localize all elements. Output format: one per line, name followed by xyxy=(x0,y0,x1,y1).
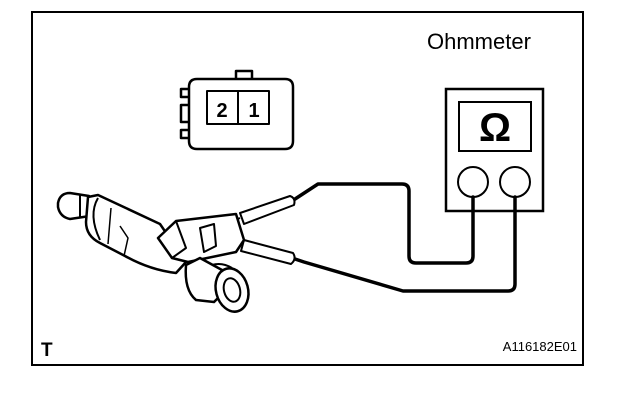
figure-code: A116182E01 xyxy=(503,339,577,354)
probe-upper xyxy=(239,195,296,225)
fuel-injector xyxy=(56,191,250,313)
ohmmeter-label: Ohmmeter xyxy=(427,29,531,54)
test-lead-lower xyxy=(290,195,517,293)
ohm-symbol: Ω xyxy=(479,106,511,150)
ohmmeter-jack-left xyxy=(457,166,489,198)
ohmmeter-display xyxy=(458,101,532,152)
test-lead-upper xyxy=(290,182,475,265)
ohmmeter-jack-right xyxy=(499,166,531,198)
ohmmeter-body xyxy=(444,87,545,213)
connector-pin-1-label: 1 xyxy=(248,100,259,122)
figure-frame xyxy=(31,11,584,366)
connector-pin-2-label: 2 xyxy=(216,100,227,122)
probe-lower xyxy=(240,239,296,265)
connector-pin-view xyxy=(179,69,295,151)
test-leads xyxy=(290,182,517,293)
corner-mark-t: T xyxy=(41,340,53,361)
